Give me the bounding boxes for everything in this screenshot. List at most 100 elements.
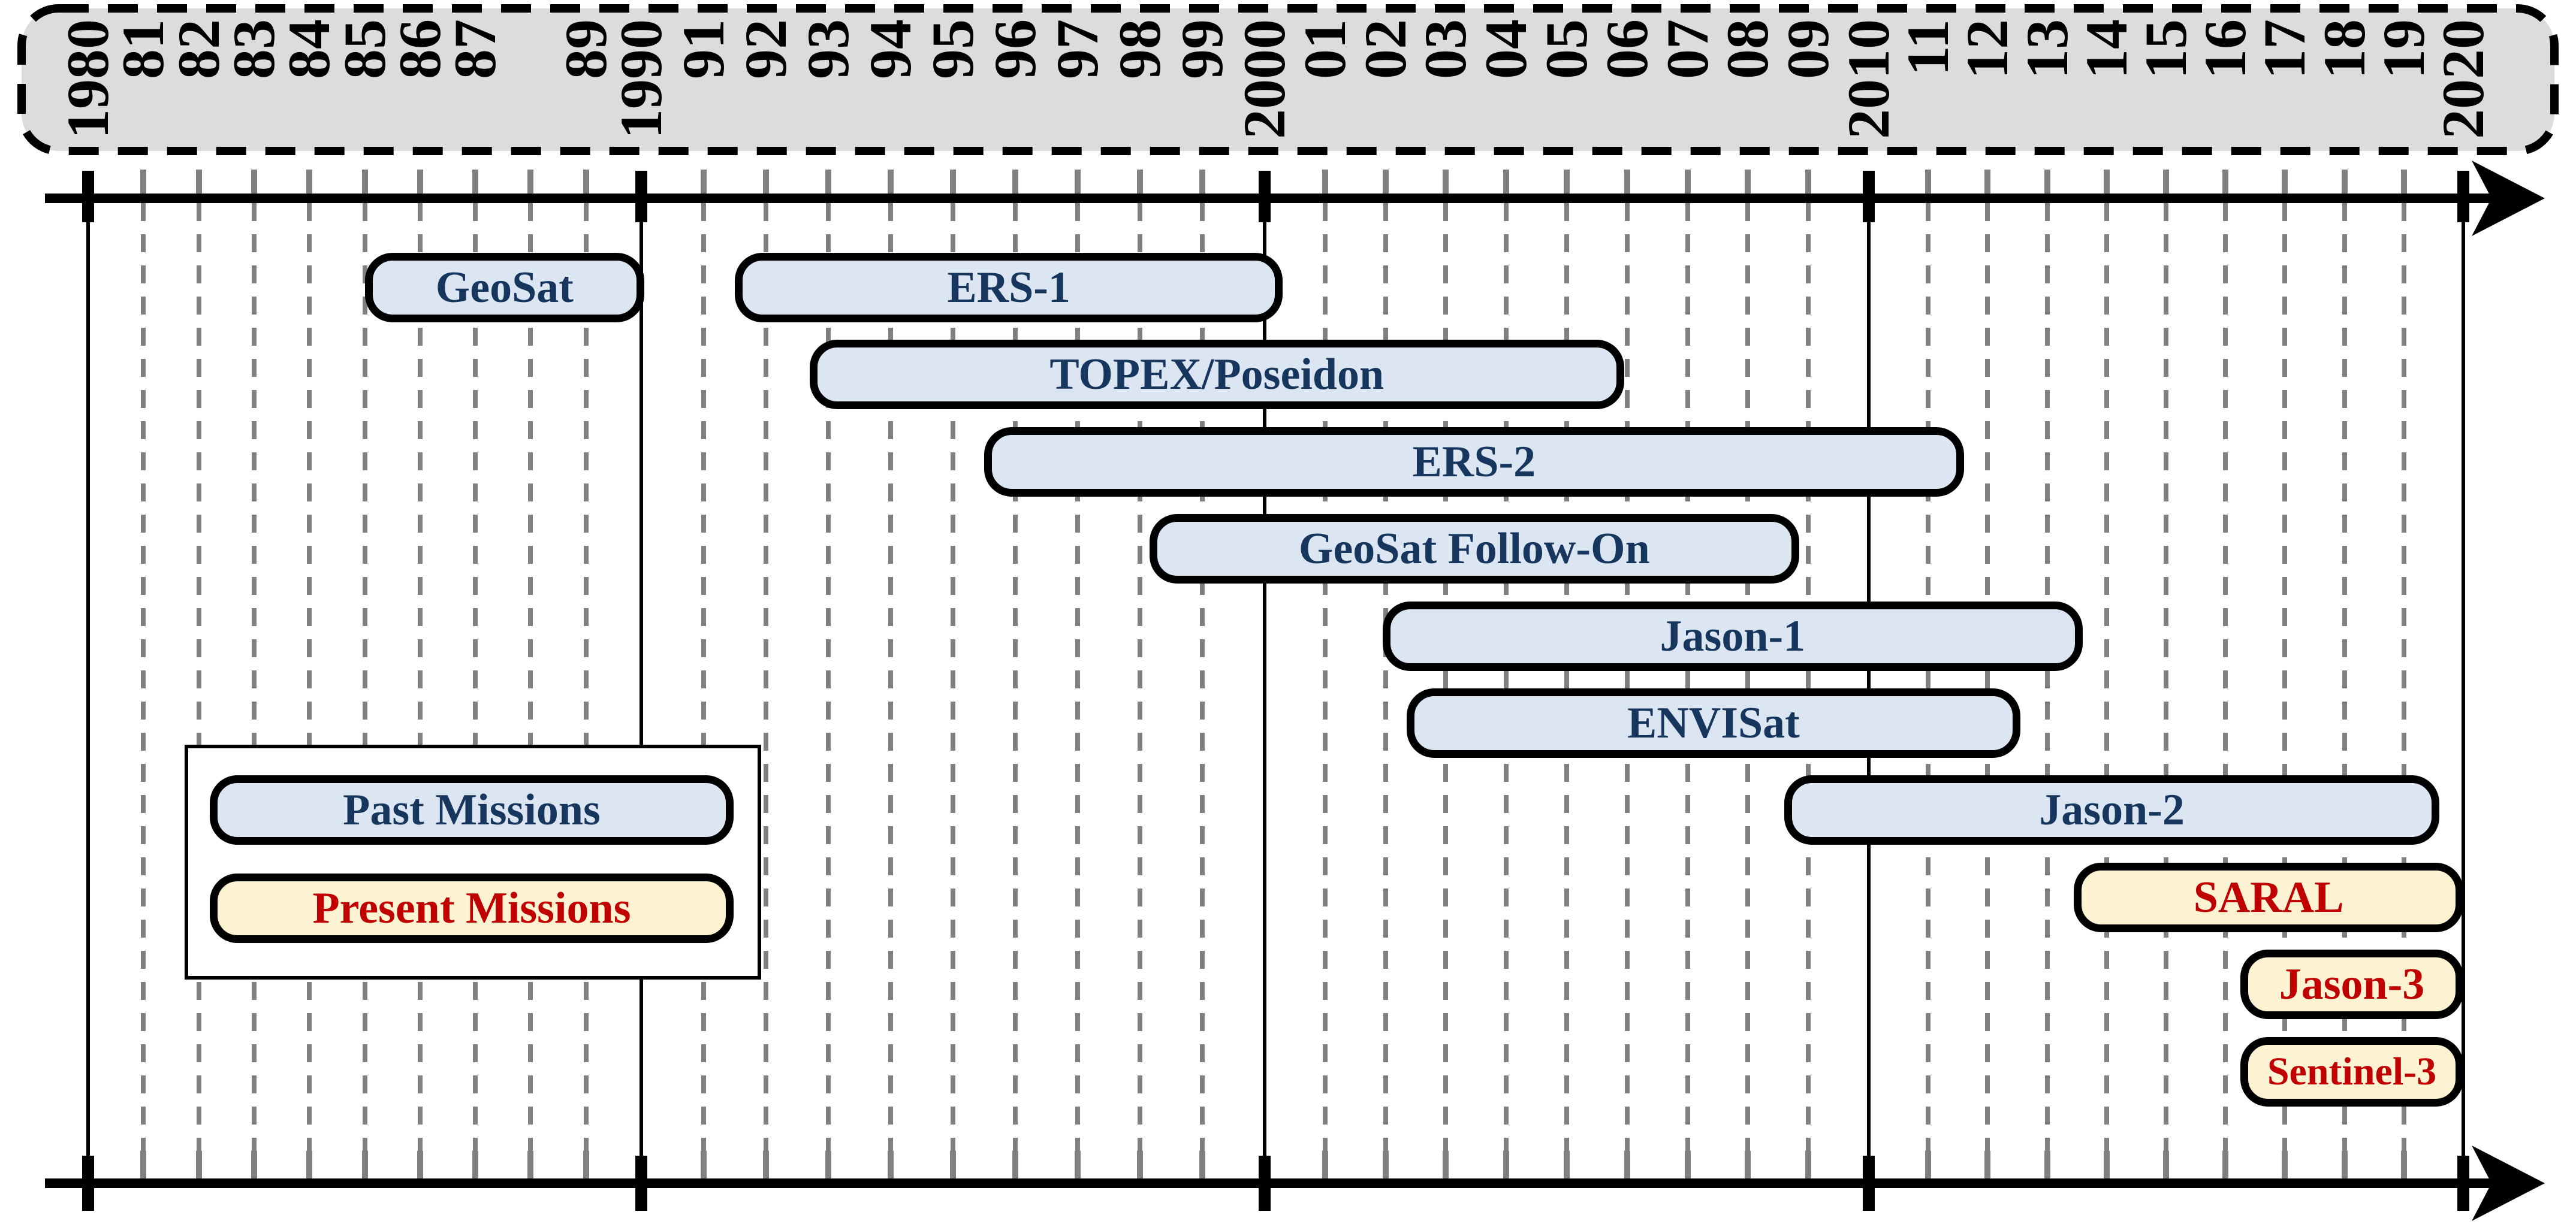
- minor-tick-2018: [2341, 170, 2348, 202]
- minor-tick-2003: [1443, 170, 1449, 202]
- minor-tick-1995: [950, 170, 956, 202]
- year-label-text: 81: [110, 19, 177, 79]
- minor-tick-1983: [251, 1151, 257, 1183]
- year-label-text: 82: [165, 19, 232, 79]
- year-label-92: 92: [732, 19, 799, 155]
- year-label-97: 97: [1044, 19, 1111, 155]
- year-gridline-2017: [2282, 203, 2288, 1179]
- year-label-83: 83: [220, 19, 287, 155]
- minor-tick-1984: [306, 170, 313, 202]
- year-label-text: 84: [276, 19, 343, 79]
- year-label-03: 03: [1412, 19, 1479, 155]
- year-gridline-1982: [196, 203, 201, 1179]
- year-label-85: 85: [331, 19, 398, 155]
- year-gridline-1995: [951, 203, 955, 1179]
- year-label-text: 87: [442, 19, 509, 79]
- minor-tick-1987: [472, 170, 479, 202]
- minor-tick-1998: [1137, 170, 1143, 202]
- minor-tick-1996: [1012, 170, 1018, 202]
- minor-tick-2009: [1805, 170, 1812, 202]
- legend-label-present-missions: Present Missions: [312, 884, 631, 933]
- minor-tick-2006: [1624, 170, 1630, 202]
- year-label-01: 01: [1292, 19, 1358, 155]
- year-label-text: 95: [919, 19, 986, 79]
- year-label-text: 2000: [1231, 19, 1298, 139]
- bottom-axis-line: [45, 1178, 2493, 1188]
- minor-tick-1987: [472, 1151, 479, 1183]
- year-gridline-2013: [2044, 203, 2050, 1179]
- minor-tick-1991: [701, 170, 707, 202]
- minor-tick-1996: [1012, 1151, 1018, 1183]
- year-label-text: 98: [1106, 19, 1173, 79]
- year-label-text: 05: [1533, 19, 1600, 79]
- minor-tick-2017: [2282, 1151, 2288, 1183]
- year-label-text: 2010: [1835, 19, 1902, 139]
- decade-gridline-2020: [2462, 203, 2465, 1179]
- mission-bar-jason-2: Jason-2: [1784, 775, 2440, 845]
- mission-label-geosat-follow-on: GeoSat Follow-On: [1298, 524, 1650, 573]
- mission-label-envisat: ENVISat: [1627, 699, 1800, 748]
- minor-tick-1981: [140, 1151, 147, 1183]
- minor-tick-1985: [361, 170, 368, 202]
- minor-tick-1994: [888, 1151, 894, 1183]
- mission-label-geosat: GeoSat: [435, 263, 574, 312]
- minor-tick-2013: [2044, 1151, 2050, 1183]
- minor-tick-2001: [1322, 1151, 1328, 1183]
- year-label-text: 85: [331, 19, 398, 79]
- year-label-text: 1990: [608, 19, 674, 139]
- legend-swatch-present-missions: Present Missions: [210, 874, 734, 943]
- mission-label-topex-poseidon: TOPEX/Poseidon: [1049, 350, 1384, 399]
- year-gridline-2019: [2401, 203, 2406, 1179]
- header-dashed-border: [17, 4, 2559, 155]
- year-gridline-1998: [1138, 203, 1142, 1179]
- mission-bar-geosat-follow-on: GeoSat Follow-On: [1149, 514, 1800, 584]
- year-label-text: 12: [1954, 19, 2021, 79]
- minor-tick-1997: [1075, 1151, 1081, 1183]
- year-gridline-1987: [473, 203, 478, 1179]
- minor-tick-1988: [527, 1151, 534, 1183]
- year-gridline-2015: [2164, 203, 2168, 1179]
- mission-label-jason-3: Jason-3: [2279, 960, 2425, 1009]
- minor-tick-1985: [361, 1151, 368, 1183]
- year-label-text: 89: [552, 19, 619, 79]
- minor-tick-1982: [195, 170, 202, 202]
- year-gridline-1985: [362, 203, 367, 1179]
- year-label-1980: 1980: [55, 19, 121, 155]
- mission-label-jason-2: Jason-2: [2039, 785, 2185, 835]
- minor-tick-1983: [251, 170, 257, 202]
- year-label-text: 09: [1775, 19, 1842, 79]
- minor-tick-2008: [1745, 170, 1751, 202]
- year-label-text: 14: [2073, 19, 2140, 79]
- year-gridline-1984: [307, 203, 312, 1179]
- minor-tick-2009: [1805, 1151, 1812, 1183]
- minor-tick-1993: [825, 1151, 831, 1183]
- mission-bar-ers-1: ERS-1: [735, 253, 1283, 322]
- mission-label-jason-1: Jason-1: [1660, 612, 1806, 661]
- year-label-19: 19: [2370, 19, 2437, 155]
- year-label-11: 11: [1895, 19, 1961, 155]
- minor-tick-2019: [2400, 1151, 2407, 1183]
- minor-tick-2015: [2163, 170, 2169, 202]
- mission-bar-sentinel-3: Sentinel-3: [2240, 1037, 2463, 1107]
- minor-tick-1991: [701, 1151, 707, 1183]
- year-label-02: 02: [1352, 19, 1419, 155]
- year-gridline-1992: [764, 203, 768, 1179]
- year-gridline-1999: [1200, 203, 1205, 1179]
- year-label-text: 17: [2251, 19, 2318, 79]
- year-label-text: 83: [220, 19, 287, 79]
- mission-bar-geosat: GeoSat: [364, 253, 645, 322]
- minor-tick-1984: [306, 1151, 313, 1183]
- year-label-05: 05: [1533, 19, 1600, 155]
- year-label-13: 13: [2013, 19, 2080, 155]
- year-label-text: 13: [2013, 19, 2080, 79]
- year-gridline-1981: [141, 203, 146, 1179]
- year-label-text: 86: [386, 19, 453, 79]
- year-gridline-1991: [701, 203, 706, 1179]
- year-label-text: 93: [795, 19, 861, 79]
- year-label-86: 86: [386, 19, 453, 155]
- minor-tick-1992: [763, 1151, 769, 1183]
- year-label-text: 15: [2132, 19, 2199, 79]
- year-label-text: 06: [1593, 19, 1660, 79]
- minor-tick-2011: [1925, 1151, 1932, 1183]
